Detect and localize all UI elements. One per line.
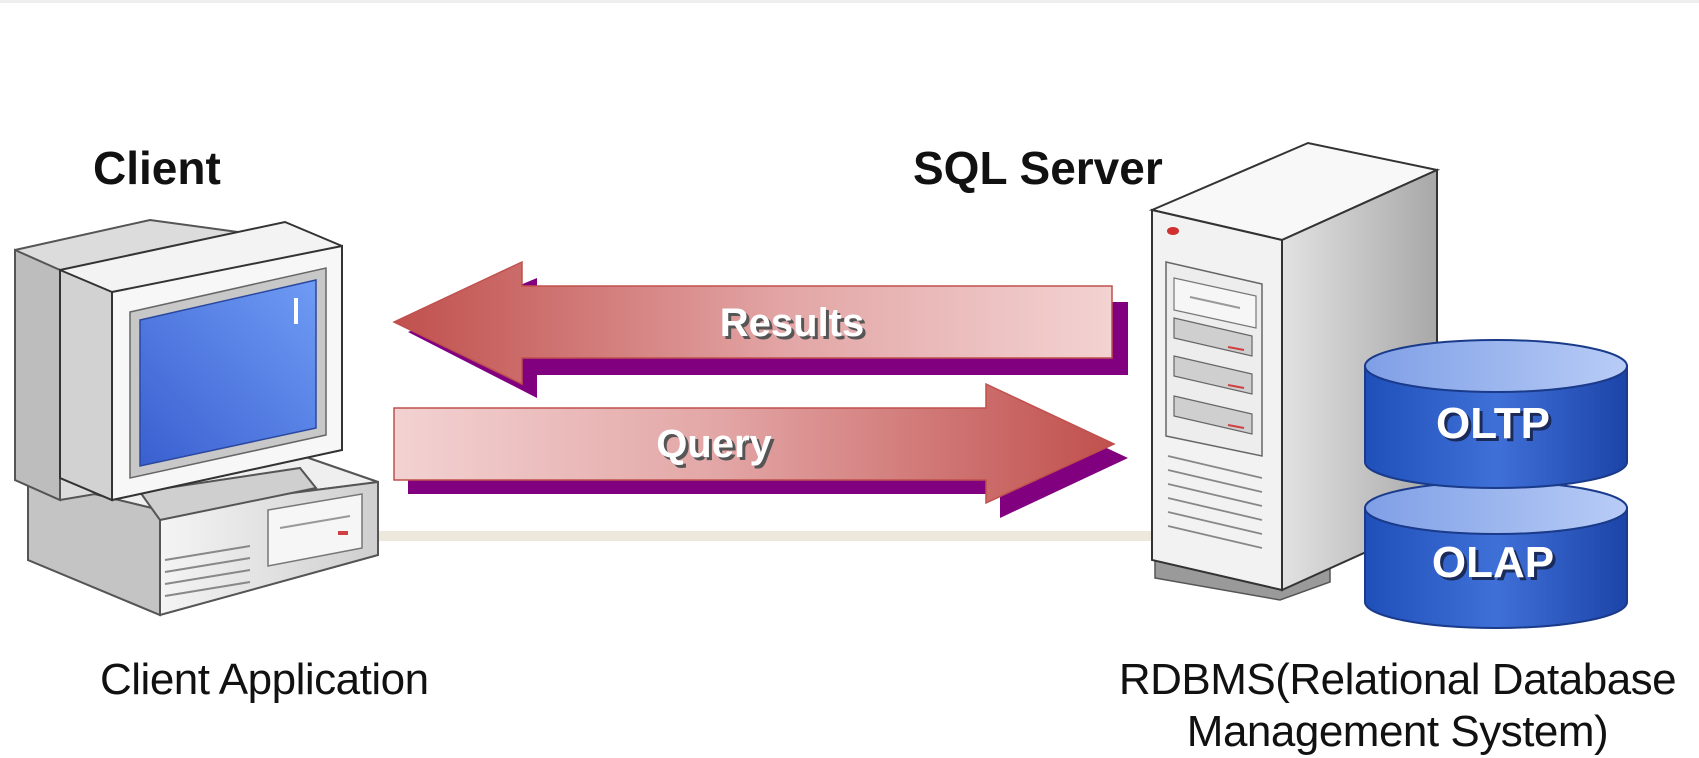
olap-database-icon: OLAP OLAP: [1364, 481, 1628, 629]
client-heading: Client: [93, 142, 221, 194]
query-label-shadow: Query: [659, 425, 775, 469]
olap-label-shadow: OLAP: [1435, 541, 1557, 590]
oltp-label-shadow: OLTP: [1439, 402, 1553, 451]
oltp-label: OLTP: [1436, 399, 1550, 448]
oltp-database-icon: OLTP OLTP: [1364, 339, 1628, 489]
query-label: Query: [656, 422, 772, 466]
network-cable: [375, 531, 1160, 541]
query-arrow: [393, 382, 1128, 518]
client-computer-icon: [14, 218, 379, 617]
client-caption: Client Application: [100, 655, 429, 704]
olap-label: OLAP: [1432, 538, 1554, 587]
server-heading: SQL Server: [913, 142, 1163, 194]
results-label-shadow: Results: [723, 304, 868, 348]
results-arrow: [392, 260, 1128, 398]
server-tower-icon: [1148, 141, 1441, 601]
results-label: Results: [720, 301, 865, 345]
top-border: [0, 0, 1699, 3]
server-caption: RDBMS(Relational Database Management Sys…: [1100, 654, 1695, 758]
server-caption-line2: Management System): [1186, 707, 1609, 756]
server-caption-line1: RDBMS(Relational Database: [1118, 655, 1677, 704]
